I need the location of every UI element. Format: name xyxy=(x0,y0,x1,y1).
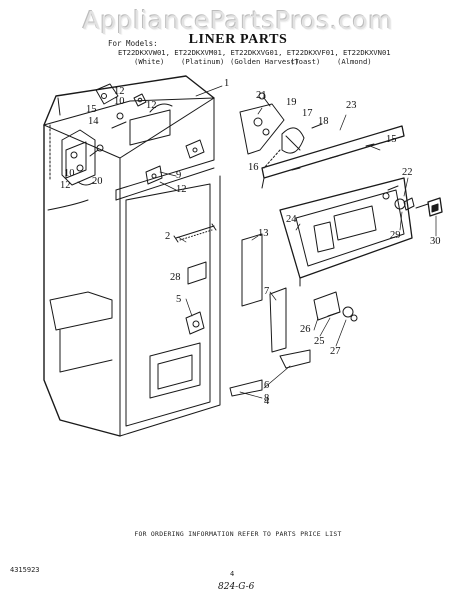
callout-23: 23 xyxy=(346,100,357,111)
callout-17: 17 xyxy=(302,108,313,119)
callout-29: 29 xyxy=(390,230,401,241)
color-white: (White) xyxy=(134,57,165,66)
callout-10-upper: 10 xyxy=(114,96,125,107)
callout-18: 18 xyxy=(318,116,329,127)
callout-6: 6 xyxy=(264,380,270,391)
color-platinum: (Platinum) xyxy=(181,57,225,66)
callout-25: 25 xyxy=(314,336,325,347)
callout-12-right: 12 xyxy=(146,100,157,111)
liner-body xyxy=(43,75,221,437)
callout-4: 4 xyxy=(264,396,270,407)
callout-2: 2 xyxy=(165,231,171,242)
callout-20: 20 xyxy=(92,176,103,187)
ordering-info: FOR ORDERING INFORMATION REFER TO PARTS … xyxy=(134,530,342,538)
models-label: For Models: xyxy=(108,39,158,48)
diagram-title: LINER PARTS xyxy=(188,32,288,47)
callout-14: 14 xyxy=(88,116,99,127)
callout-30: 30 xyxy=(430,236,441,247)
callout-19: 19 xyxy=(286,97,297,108)
document-number: 4315923 xyxy=(10,566,40,574)
liner-clips xyxy=(145,139,311,397)
color-golden-harvest: (Golden Harvest) xyxy=(230,57,300,66)
callout-15-left: 15 xyxy=(86,104,97,115)
evaporator-cover-assembly xyxy=(239,92,443,322)
callout-16: 16 xyxy=(248,162,259,173)
control-cluster-parts xyxy=(61,83,147,186)
callout-24: 24 xyxy=(286,214,297,225)
color-toast: (Toast) xyxy=(290,57,321,66)
callout-28: 28 xyxy=(170,272,181,283)
callout-15-right: 15 xyxy=(386,134,397,145)
callout-13: 13 xyxy=(258,228,269,239)
callout-12-mid: 12 xyxy=(176,184,187,195)
callout-7: 7 xyxy=(264,286,270,297)
handwritten-note: 824-G-6 xyxy=(218,582,255,592)
callout-10-lower: 10 xyxy=(64,168,75,179)
callout-22: 22 xyxy=(402,167,413,178)
callout-12-upper: 12 xyxy=(114,86,125,97)
callout-1: 1 xyxy=(224,78,230,89)
page-number: 4 xyxy=(230,570,235,578)
callout-21: 21 xyxy=(256,90,267,101)
callout-12-lower: 12 xyxy=(60,180,71,191)
callout-8: 8 xyxy=(264,393,270,404)
callout-26: 26 xyxy=(300,324,311,335)
callout-5: 5 xyxy=(176,294,182,305)
color-almond: (Almond) xyxy=(337,57,372,66)
model-numbers: ET22DKXVW01, ET22DKXVM01, ET22DKXVG01, E… xyxy=(118,48,391,57)
watermark: AppliancePartsPros.com xyxy=(82,6,394,35)
callout-27: 27 xyxy=(330,346,341,357)
leader-lines xyxy=(159,85,437,399)
callout-9: 9 xyxy=(176,170,182,181)
